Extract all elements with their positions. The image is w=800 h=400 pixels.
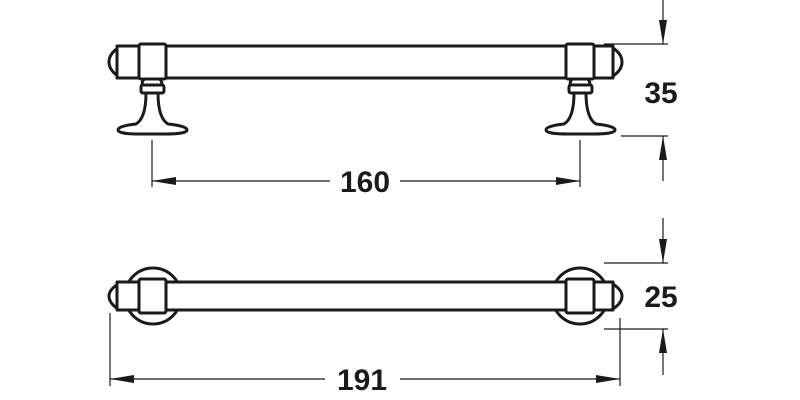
arrow-right-icon [556,177,580,185]
dimension-label-160: 160 [340,166,390,199]
dimension-25: 25 [604,218,678,375]
dimension-label-35: 35 [644,77,677,110]
side-view: 160 35 [107,0,678,199]
arrow-left-icon [152,177,176,185]
dimension-160: 160 [151,140,581,199]
arrow-up-icon [659,136,667,160]
left-post [116,42,189,136]
arrow-right-icon [596,375,620,383]
right-collar [564,42,596,81]
right-post [544,42,617,136]
right-collar-top [564,277,596,315]
left-collar-top [137,277,168,315]
arrow-down-icon [659,239,667,263]
top-view: 191 25 [107,218,678,397]
dimension-35: 35 [604,0,678,181]
right-end-cap-top [611,282,624,311]
handle-bar [115,44,615,80]
right-end-cap [611,46,624,78]
dimension-label-25: 25 [644,281,677,314]
left-collar [137,42,168,81]
dimension-191: 191 [109,313,621,397]
arrow-down-icon [659,20,667,44]
arrow-up-icon [659,329,667,353]
handle-bar-top [115,280,615,312]
dimension-label-191: 191 [337,364,387,397]
arrow-left-icon [110,375,134,383]
